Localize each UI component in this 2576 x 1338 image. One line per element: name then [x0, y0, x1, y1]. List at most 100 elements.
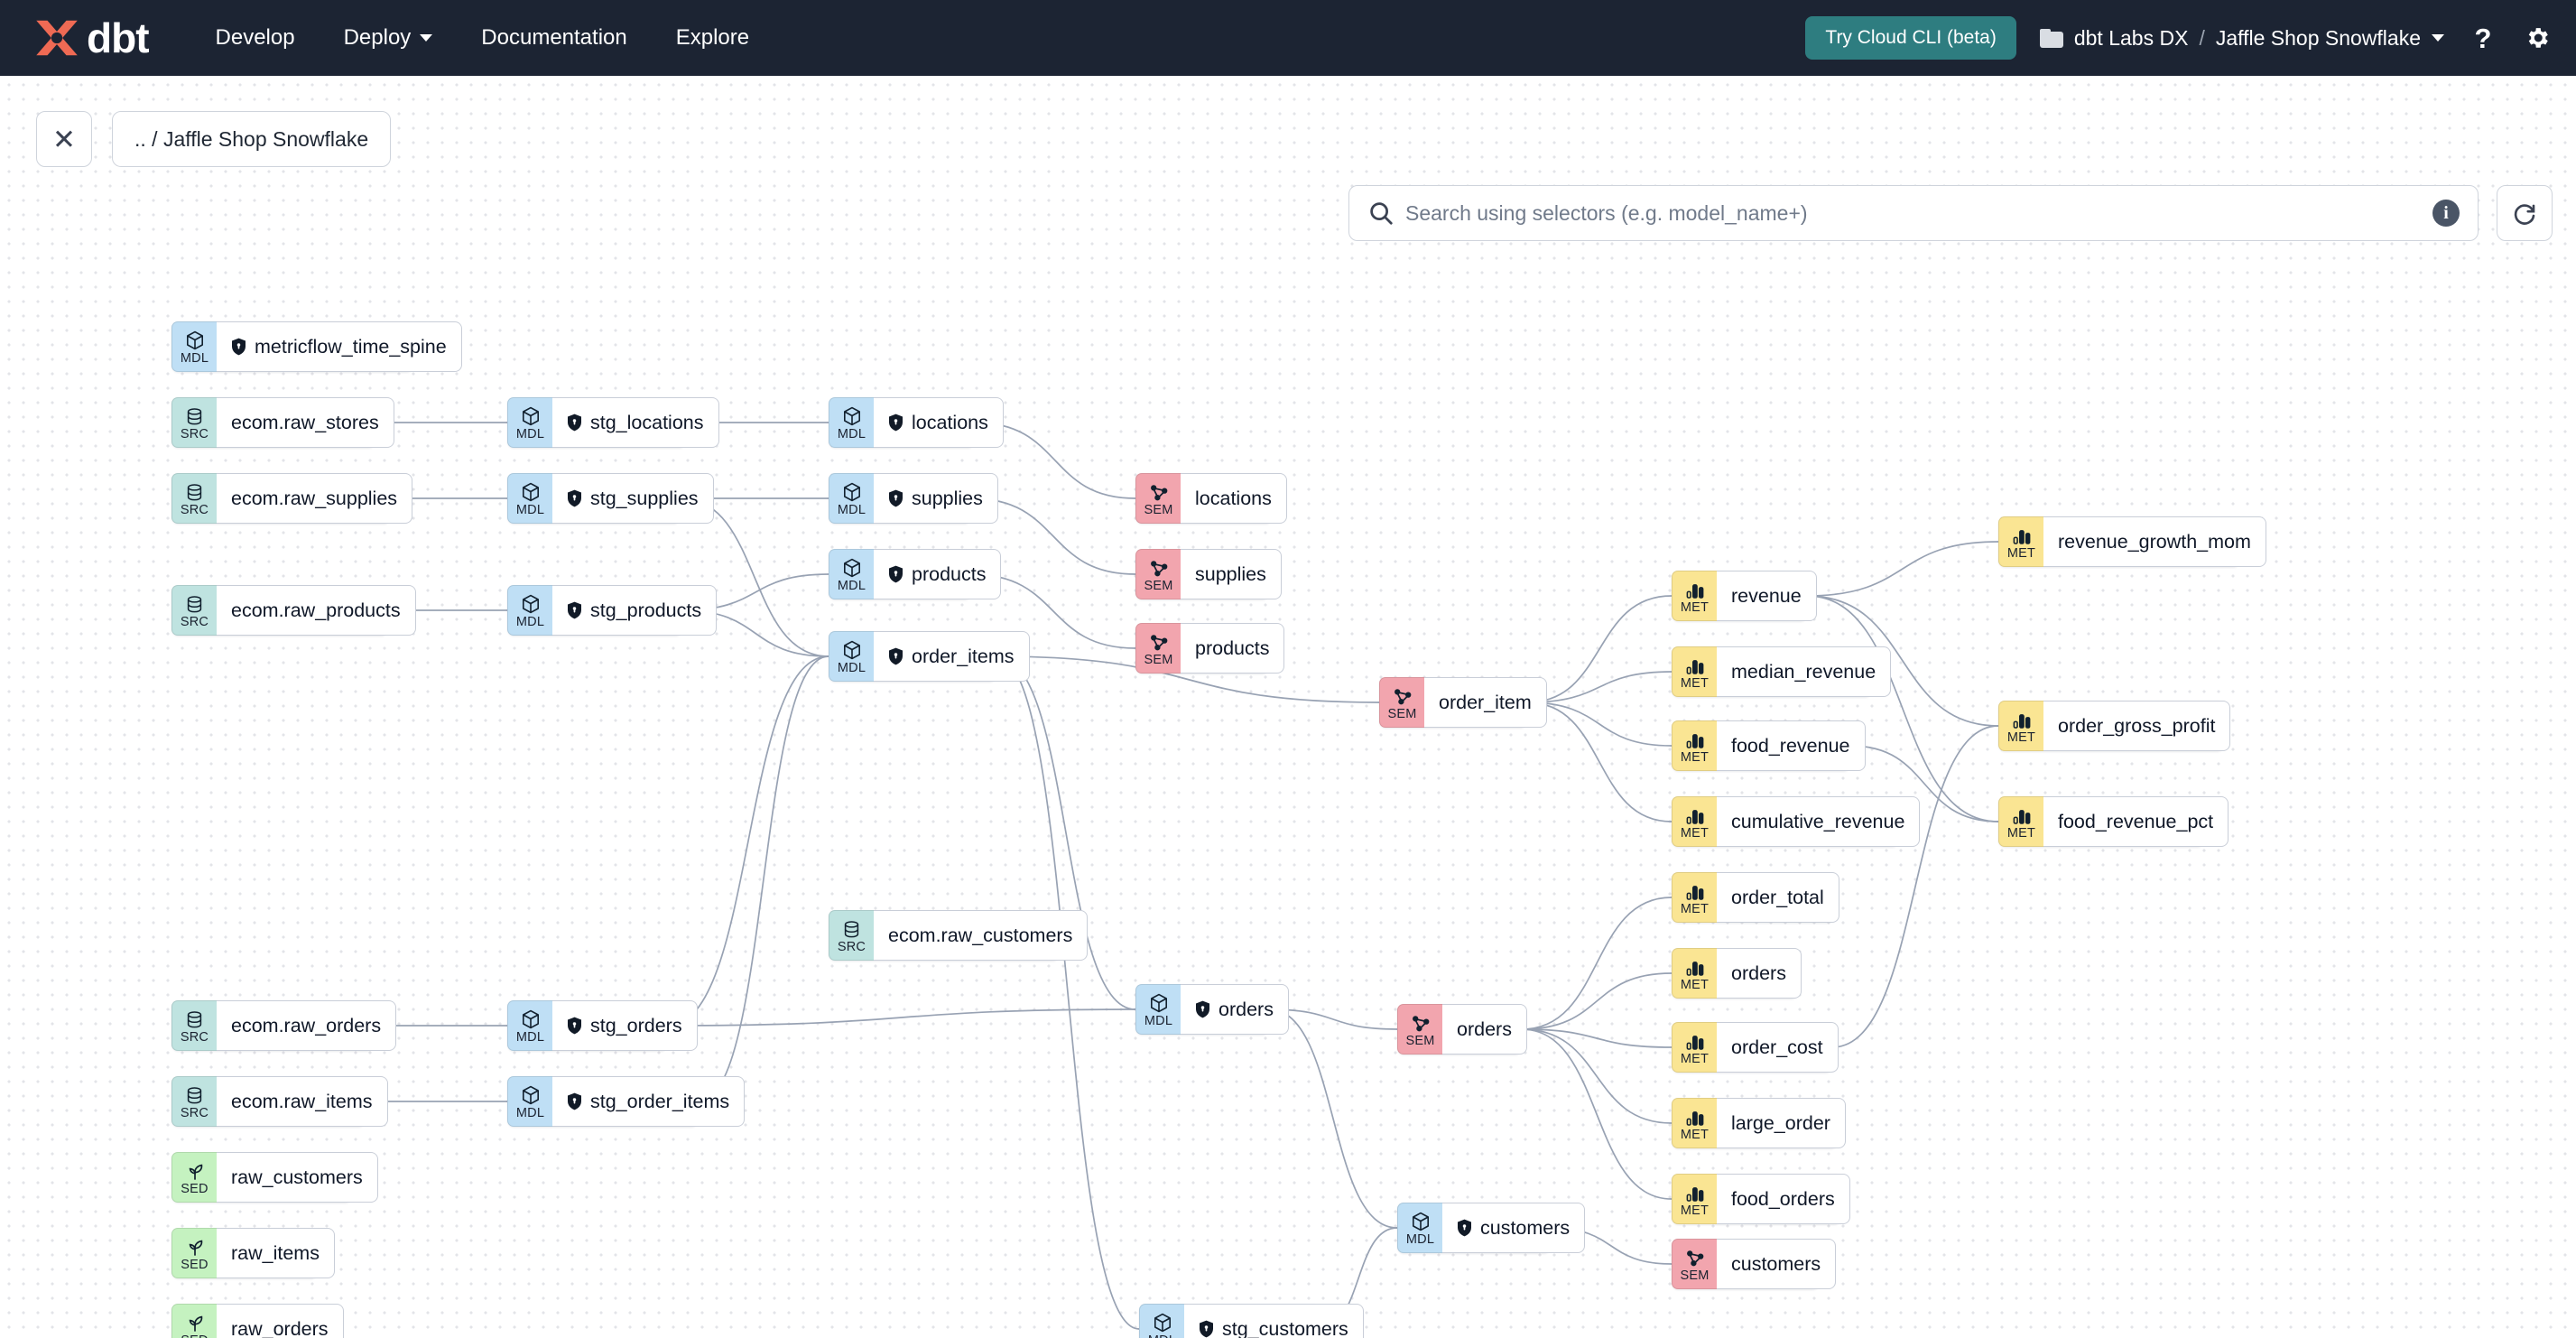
- sem-icon: [1148, 555, 1170, 579]
- breadcrumb-account[interactable]: dbt Labs DX: [2073, 25, 2189, 50]
- node-type-badge-sem: SEM: [1397, 1004, 1442, 1055]
- node-type-badge-mdl: MDL: [829, 473, 874, 524]
- met-icon: [1684, 1028, 1706, 1052]
- met-icon: [1684, 727, 1706, 750]
- node-name-text: stg_supplies: [590, 487, 699, 509]
- node-label: orders: [1442, 1004, 1527, 1055]
- node-type-badge-src: SRC: [829, 910, 874, 961]
- search-input[interactable]: [1405, 200, 2432, 226]
- dbt-logo[interactable]: dbt: [31, 13, 150, 63]
- public-shield-icon: [232, 338, 246, 356]
- settings-button[interactable]: [2522, 23, 2553, 53]
- node-name-text: metricflow_time_spine: [255, 335, 447, 358]
- edge-stg_orders-to-mdl_orders: [667, 1008, 1136, 1027]
- node-label: raw_orders: [217, 1304, 344, 1338]
- edge-mdl_order_items-to-sem_order_item: [996, 655, 1380, 703]
- node-type-badge-sed: SED: [171, 1304, 217, 1338]
- refresh-graph-button[interactable]: [2497, 185, 2553, 241]
- try-cloud-cli-button[interactable]: Try Cloud CLI (beta): [1805, 16, 2016, 60]
- nav-item-documentation[interactable]: Documentation: [481, 25, 626, 51]
- nav-item-deploy[interactable]: Deploy: [344, 25, 433, 51]
- node-name-text: large_order: [1731, 1111, 1830, 1134]
- node-type-badge-src: SRC: [171, 1076, 217, 1127]
- node-name-text: orders: [1731, 962, 1786, 984]
- node-label: metricflow_time_spine: [217, 321, 462, 372]
- edge-met_order_cost-to-met_order_gross_profit: [1831, 725, 1999, 1048]
- sem-icon: [1410, 1010, 1432, 1034]
- breadcrumb-project[interactable]: Jaffle Shop Snowflake: [2215, 25, 2421, 50]
- node-label: raw_customers: [217, 1152, 378, 1203]
- node-type-badge-met: MET: [1672, 1174, 1717, 1224]
- node-name-text: order_gross_profit: [2058, 714, 2216, 737]
- node-label: stg_customers: [1184, 1304, 1364, 1338]
- nav-item-develop[interactable]: Develop: [216, 25, 295, 51]
- node-name-text: ecom.raw_orders: [231, 1014, 382, 1036]
- edge-met_revenue-to-met_order_gross_profit: [1806, 595, 1999, 727]
- node-type-badge-mdl: MDL: [1135, 984, 1181, 1035]
- graph-breadcrumb[interactable]: .. / Jaffle Shop Snowflake: [112, 111, 392, 167]
- node-type-badge-met: MET: [1672, 720, 1717, 771]
- nav-item-explore[interactable]: Explore: [676, 25, 749, 51]
- node-label: ecom.raw_items: [217, 1076, 388, 1127]
- info-icon[interactable]: i: [2432, 200, 2460, 227]
- sed-icon: [184, 1158, 206, 1182]
- node-type-label: SED: [181, 1258, 208, 1272]
- node-name-text: stg_locations: [590, 411, 704, 433]
- selector-search-box[interactable]: i: [1348, 185, 2479, 241]
- graph-node-met_food_orders[interactable]: MET food_orders: [1672, 1174, 1850, 1224]
- dbt-logo-icon: [36, 20, 78, 56]
- node-label: locations: [874, 397, 1004, 448]
- node-type-label: MDL: [837, 503, 866, 517]
- project-chevron-down-icon[interactable]: [2432, 34, 2444, 42]
- edge-mdl_order_items-to-stg_customers: [996, 655, 1140, 1330]
- help-button[interactable]: ?: [2468, 23, 2498, 53]
- sed-icon: [184, 1234, 206, 1258]
- sem-icon: [1392, 683, 1413, 707]
- close-lineage-button[interactable]: ✕: [36, 111, 92, 167]
- nav-label-deploy: Deploy: [343, 25, 412, 50]
- node-name-text: food_orders: [1731, 1187, 1835, 1210]
- node-name-text: customers: [1480, 1216, 1571, 1239]
- met-icon: [1684, 1104, 1706, 1128]
